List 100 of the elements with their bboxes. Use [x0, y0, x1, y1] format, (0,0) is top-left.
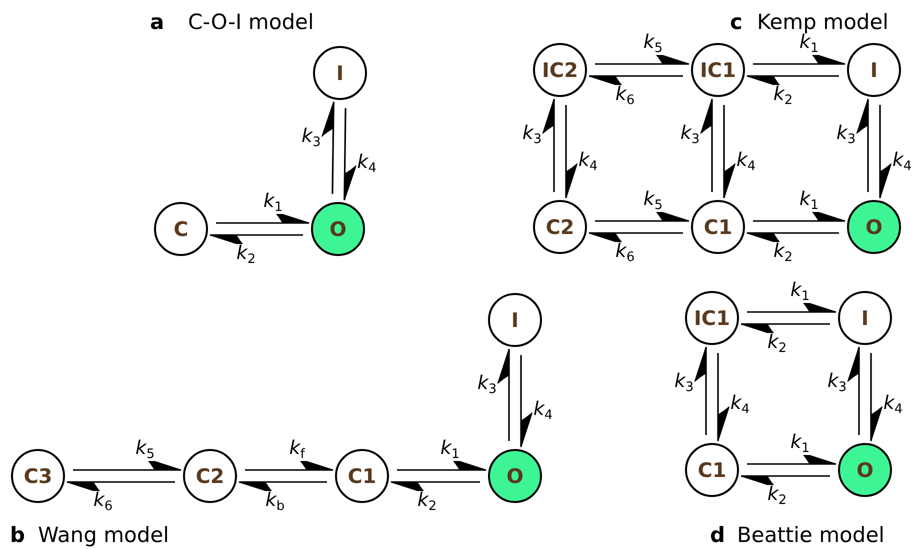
half-arrow: [879, 105, 892, 198]
half-arrow: [542, 98, 555, 192]
half-arrow: [565, 105, 578, 198]
state-circle: [183, 449, 237, 503]
half-arrow: [740, 475, 830, 488]
state-circle: [533, 43, 587, 97]
half-arrow: [210, 234, 303, 246]
panel-title: C-O-I model: [188, 12, 314, 33]
half-arrow: [588, 75, 683, 88]
state-circle: [691, 43, 745, 97]
half-arrow: [723, 105, 736, 198]
rate-constant-label: k$_{6}$: [614, 85, 636, 107]
rate-constant-label: k$_{5}$: [642, 33, 664, 55]
rate-constant-label: k$_{3}$: [476, 374, 498, 396]
state-circle: [685, 291, 739, 345]
half-arrow: [740, 323, 830, 336]
rate-constant-label: k$_{2}$: [766, 333, 788, 355]
state-label: O: [329, 217, 346, 241]
half-arrow: [66, 481, 175, 494]
state-circle: [313, 46, 367, 100]
state-circle: [11, 449, 65, 503]
state-circle: [335, 449, 389, 503]
state-label: I: [861, 306, 869, 330]
state-label: I: [336, 61, 344, 85]
rate-constant-label: k$_{3}$: [679, 124, 701, 146]
half-arrow: [595, 52, 690, 65]
state-circle: [691, 200, 745, 254]
panel-title: Kemp model: [757, 12, 888, 33]
half-arrow: [344, 108, 356, 201]
rate-constant-label: k$_{2}$: [772, 85, 794, 107]
half-arrow: [746, 232, 839, 244]
rate-constant-label: k$_{1}$: [798, 33, 820, 55]
half-arrow: [746, 75, 839, 88]
state-circle: [838, 291, 892, 345]
panel-title: Wang model: [38, 525, 169, 546]
half-arrow: [520, 355, 532, 448]
half-arrow: [848, 346, 860, 435]
state-circle: [488, 293, 542, 347]
half-arrow: [238, 481, 327, 494]
rate-constant-label: k$_{1}$: [798, 190, 820, 212]
state-label: I: [870, 58, 878, 82]
state-label: O: [506, 464, 524, 488]
panel-letter: c: [730, 12, 742, 33]
rate-constant-label: k$_{b}$: [264, 491, 286, 513]
rate-constant-label: k$_{f}$: [288, 439, 306, 461]
state-label: C1: [698, 458, 726, 482]
state-circle: [847, 200, 901, 254]
state-label: C2: [196, 464, 224, 488]
rate-constant-label: k$_{4}$: [729, 394, 751, 416]
rate-constant-label: k$_{1}$: [789, 433, 811, 455]
rate-constant-label: k$_{1}$: [789, 281, 811, 303]
rate-constant-label: k$_{2}$: [235, 244, 257, 266]
half-arrow: [870, 353, 882, 442]
half-arrow: [747, 452, 836, 465]
rate-constant-label: k$_{6}$: [614, 242, 636, 264]
state-label: O: [865, 215, 882, 239]
state-label: IC2: [542, 58, 578, 82]
half-arrow: [322, 101, 334, 194]
rate-constant-label: k$_{4}$: [577, 151, 599, 173]
state-label: I: [511, 308, 519, 332]
state-label: C2: [546, 215, 574, 239]
rate-constant-label: k$_{2}$: [772, 242, 794, 264]
state-circle: [311, 202, 365, 256]
rate-constant-label: k$_{1}$: [439, 439, 461, 461]
rate-constant-label: k$_{3}$: [673, 372, 695, 394]
half-arrow: [245, 458, 334, 471]
state-label: IC1: [694, 306, 730, 330]
state-circle: [838, 443, 892, 497]
rate-constant-label: k$_{2}$: [766, 485, 788, 507]
state-label: O: [856, 458, 874, 482]
state-label: C1: [704, 215, 732, 239]
half-arrow: [747, 300, 836, 313]
state-label: C: [174, 217, 188, 241]
state-circle: [847, 43, 901, 97]
half-arrow: [397, 458, 486, 471]
state-circle: [154, 202, 208, 256]
half-arrow: [390, 481, 480, 494]
panel-letter: d: [710, 525, 726, 546]
rate-constant-label: k$_{4}$: [891, 151, 913, 173]
state-circle: [685, 443, 739, 497]
panel-letter: a: [150, 12, 164, 33]
half-arrow: [595, 210, 690, 222]
rate-constant-label: k$_{5}$: [642, 190, 664, 212]
state-circle: [533, 200, 587, 254]
half-arrow: [498, 348, 510, 441]
rate-constant-label: k$_{3}$: [300, 126, 322, 149]
half-arrow: [694, 346, 707, 435]
rate-constant-label: k$_{2}$: [416, 491, 438, 513]
rate-constant-label: k$_{3}$: [826, 372, 848, 394]
half-arrow: [753, 52, 846, 65]
half-arrow: [588, 232, 683, 244]
state-circle: [488, 449, 542, 503]
rate-constant-label: k$_{6}$: [92, 491, 114, 513]
rate-constant-label: k$_{3}$: [521, 124, 543, 146]
state-label: C1: [348, 464, 376, 488]
rate-constant-label: k$_{5}$: [134, 439, 156, 461]
state-label: IC1: [700, 58, 736, 82]
panel-title: Beattie model: [737, 525, 884, 546]
half-arrow: [717, 353, 730, 442]
half-arrow: [856, 98, 869, 192]
